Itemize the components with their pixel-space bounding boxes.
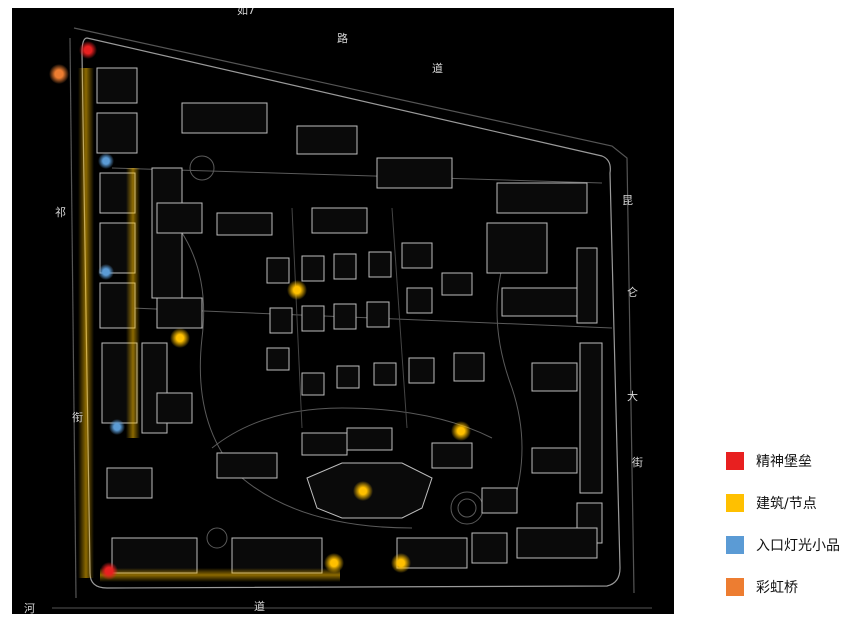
building-node-marker bbox=[287, 280, 307, 300]
road-label-right-1: 昆 bbox=[622, 194, 633, 207]
entrance-light-marker bbox=[98, 264, 114, 280]
legend-label: 入口灯光小品 bbox=[756, 538, 840, 554]
yellow-square-icon bbox=[726, 494, 744, 512]
road-label-left-2: 衔 bbox=[72, 411, 83, 424]
building-node-marker bbox=[451, 421, 471, 441]
legend-item-building-node: 建筑/节点 bbox=[726, 492, 840, 514]
legend-item-spirit-fortress: 精神堡垒 bbox=[726, 450, 840, 472]
road-label-left-3: 河 bbox=[24, 602, 35, 614]
map-markers bbox=[49, 41, 471, 580]
red-square-icon bbox=[726, 452, 744, 470]
road-label-right-3: 大 bbox=[627, 389, 638, 403]
buildings bbox=[96, 67, 603, 574]
map-legend: 精神堡垒 建筑/节点 入口灯光小品 彩虹桥 bbox=[726, 450, 840, 618]
legend-item-rainbow-bridge: 彩虹桥 bbox=[726, 576, 840, 598]
building-node-marker bbox=[353, 481, 373, 501]
road-label-right-2: 仑 bbox=[627, 285, 638, 299]
spirit-fortress-marker bbox=[100, 562, 118, 580]
spirit-fortress-marker bbox=[79, 41, 97, 59]
road-label-bottom: 道 bbox=[254, 599, 265, 613]
road-labels: 如7 路 道 祁 衔 河 昆 仑 大 街 道 bbox=[24, 8, 643, 614]
building-node-marker bbox=[391, 553, 411, 573]
light-strips bbox=[78, 68, 340, 582]
legend-item-entrance-light: 入口灯光小品 bbox=[726, 534, 840, 556]
legend-label: 彩虹桥 bbox=[756, 580, 798, 596]
road-label-top-corner: 如7 bbox=[237, 8, 255, 17]
entrance-light-marker bbox=[109, 419, 125, 435]
rainbow-bridge-marker bbox=[49, 64, 69, 84]
road-label-left-1: 祁 bbox=[55, 205, 66, 219]
legend-label: 建筑/节点 bbox=[756, 496, 817, 512]
road-label-right-4: 街 bbox=[632, 455, 643, 469]
legend-label: 精神堡垒 bbox=[756, 454, 812, 470]
road-label-top-1: 路 bbox=[337, 32, 348, 45]
building-node-marker bbox=[324, 553, 344, 573]
blue-square-icon bbox=[726, 536, 744, 554]
road-label-top-2: 道 bbox=[432, 61, 443, 75]
building-node-marker bbox=[170, 328, 190, 348]
orange-square-icon bbox=[726, 578, 744, 596]
entrance-light-marker bbox=[98, 153, 114, 169]
site-plan-map: 如7 路 道 祁 衔 河 昆 仑 大 街 道 bbox=[12, 8, 674, 614]
